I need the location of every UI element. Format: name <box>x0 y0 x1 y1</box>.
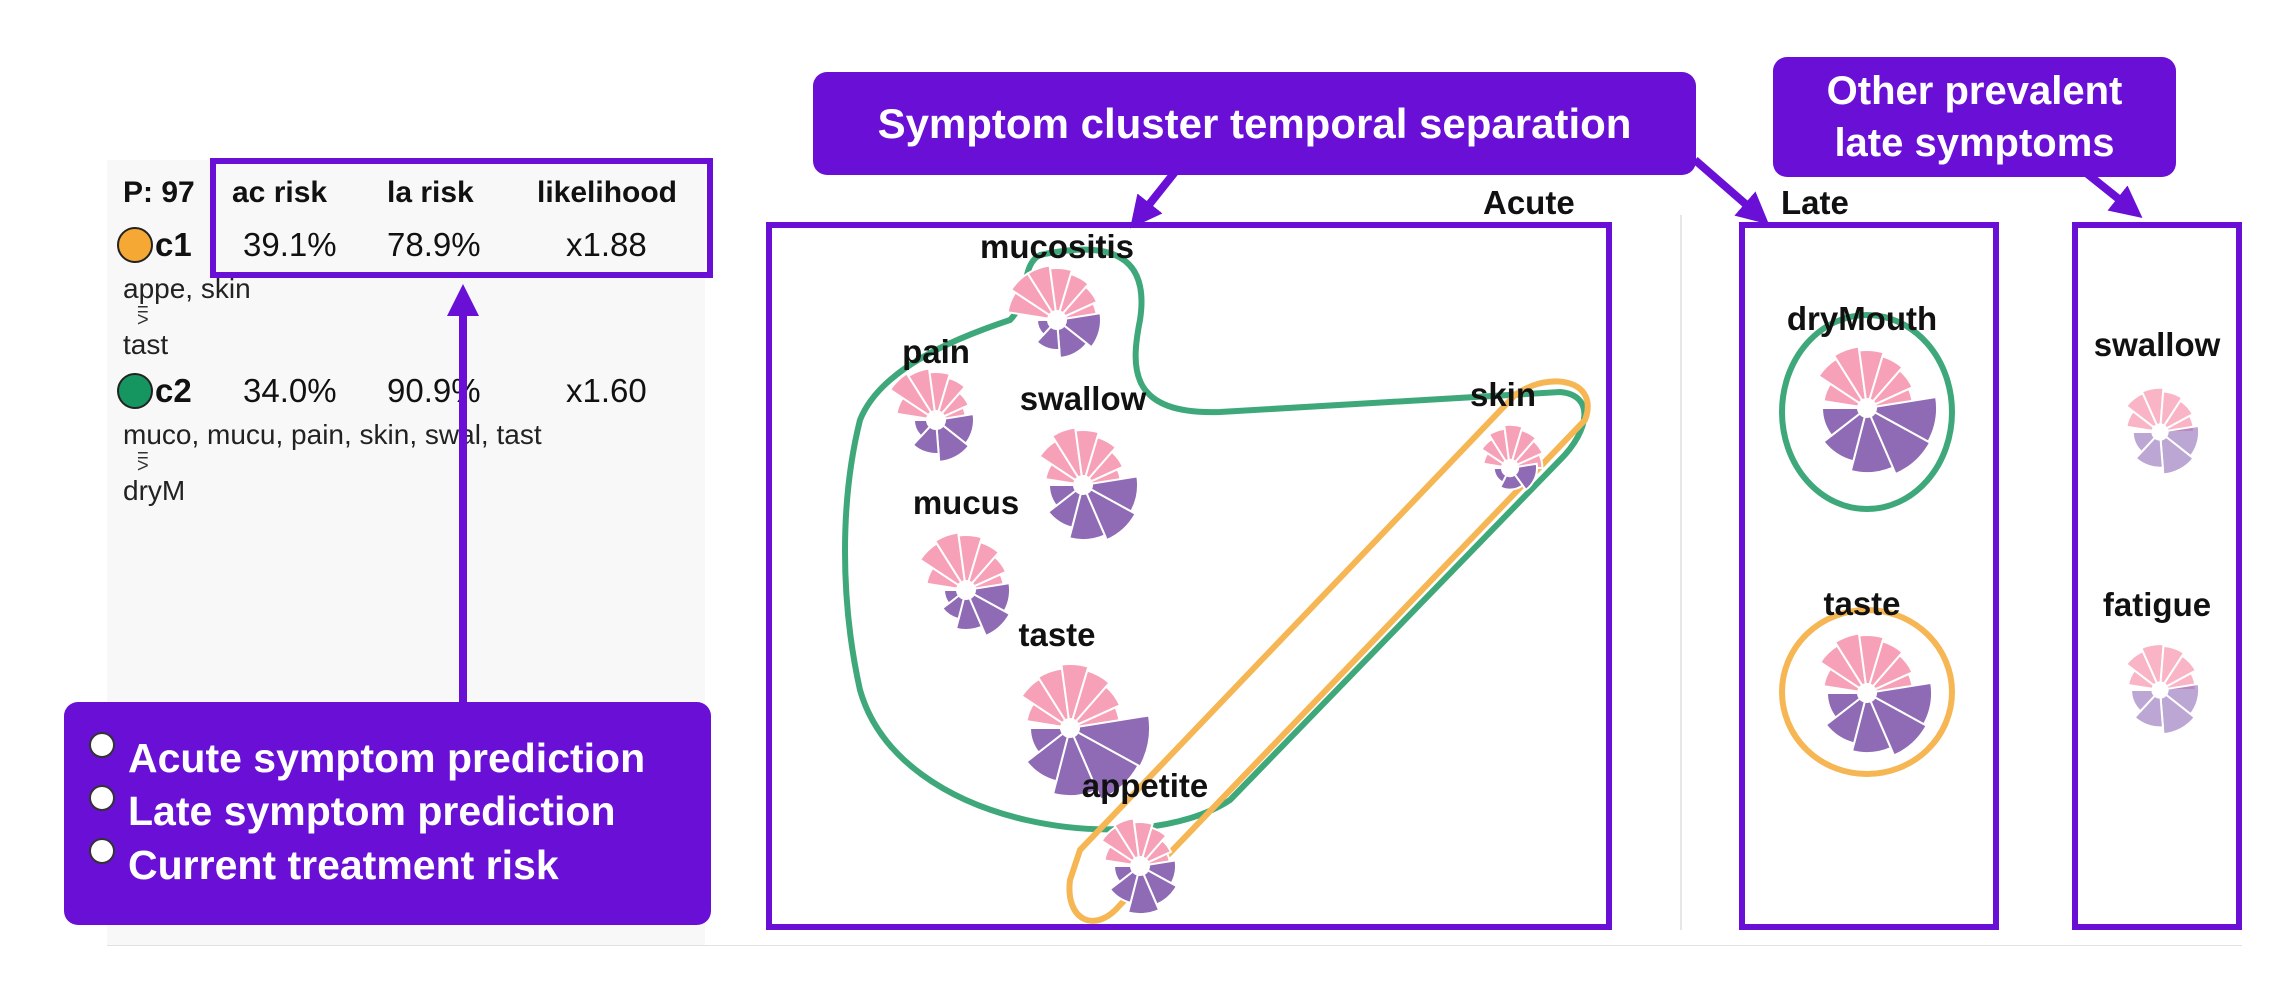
glyph-drymouth-center <box>1858 399 1876 417</box>
glyph-other-swallow-center <box>2152 424 2168 440</box>
legend-radio-current[interactable] <box>89 838 115 864</box>
late-c1-ring <box>1779 607 1955 777</box>
legend-acute-label: Acute symptom prediction <box>128 735 646 781</box>
glyph-label-skin: skin <box>1469 376 1537 413</box>
late-section-label: Late <box>1781 184 1849 221</box>
cluster-c2-likelihood: x1.60 <box>566 372 647 409</box>
cluster-c2-ac-risk: 34.0% <box>243 372 337 409</box>
cluster-c2-acute-symptoms: muco, mucu, pain, skin, swal, tast <box>123 419 542 450</box>
glyph-label-pain: pain <box>902 333 970 370</box>
cluster-c1-arrow: => <box>137 299 149 331</box>
callout-temporal-text: Symptom cluster temporal separation <box>877 100 1632 147</box>
glyph-pain[interactable] <box>888 367 975 463</box>
glyph-label-late-taste: taste <box>1823 585 1901 622</box>
glyph-mucositis[interactable] <box>1006 264 1102 359</box>
glyph-label-fatigue: fatigue <box>2102 586 2212 623</box>
glyph-fatigue-center <box>2152 682 2168 698</box>
cluster-c2-id[interactable]: c2 <box>155 372 192 409</box>
glyph-mucus[interactable] <box>918 531 1012 638</box>
arrow-to-other-late <box>2082 168 2143 218</box>
glyph-swallow[interactable] <box>1038 426 1139 542</box>
legend-radio-acute[interactable] <box>89 732 115 758</box>
legend-box: Acute symptom prediction Late symptom pr… <box>64 702 711 925</box>
glyph-label-mucositis: mucositis <box>979 228 1135 265</box>
cluster-c1-ac-risk: 39.1% <box>243 226 337 263</box>
legend-radio-late[interactable] <box>89 785 115 811</box>
glyph-appetite-center <box>1131 857 1149 875</box>
glyph-pain-center <box>927 411 945 429</box>
callout-other-late: Other prevalent late symptoms <box>1773 57 2176 177</box>
glyph-late-taste-center <box>1858 684 1876 702</box>
patient-id: P: 97 <box>123 176 195 209</box>
callout-other-late-line1: Other prevalent <box>1826 69 2123 113</box>
cluster-c1-late-symptoms: tast <box>123 329 169 360</box>
legend-late-label: Late symptom prediction <box>128 788 616 834</box>
cluster-c1-likelihood: x1.88 <box>566 226 647 263</box>
acute-late-divider <box>1680 215 1682 930</box>
glyph-drymouth[interactable] <box>1817 345 1938 476</box>
callout-other-late-line2: late symptoms <box>1834 121 2115 165</box>
glyph-taste-center <box>1061 719 1079 737</box>
cluster-c1-acute-symptoms: appe, skin <box>123 273 251 304</box>
arrow-to-late <box>1692 156 1770 225</box>
glyph-skin-center <box>1501 459 1519 477</box>
acute-panel-frame <box>766 222 1612 930</box>
late-panel-frame <box>1739 222 1999 930</box>
glyph-label-taste: taste <box>1018 616 1096 653</box>
cluster-c1-outline <box>1066 378 1591 924</box>
arrow-to-acute <box>1130 169 1179 229</box>
header-ac-risk: ac risk <box>232 176 328 209</box>
acute-section-label: Acute <box>1483 184 1575 221</box>
glyph-label-swallow: swallow <box>1019 380 1147 417</box>
late-c2-ring <box>1779 312 1955 512</box>
glyph-late-taste[interactable] <box>1818 632 1933 757</box>
legend-current-label: Current treatment risk <box>128 842 559 888</box>
header-la-risk: la risk <box>387 176 474 209</box>
cluster-c2-swatch[interactable] <box>117 373 153 409</box>
cluster-c2-outline <box>842 246 1588 833</box>
cluster-c1-swatch[interactable] <box>117 227 153 263</box>
risk-columns-highlight <box>210 158 713 278</box>
cluster-c1-id[interactable]: c1 <box>155 226 192 263</box>
glyph-label-appetite: appetite <box>1081 767 1209 804</box>
glyph-mucus-center <box>957 581 975 599</box>
glyph-mucositis-center <box>1048 311 1066 329</box>
glyph-other-swallow[interactable] <box>2124 386 2201 476</box>
glyph-swallow-center <box>1074 476 1092 494</box>
glyph-skin[interactable] <box>1480 423 1545 492</box>
glyph-taste[interactable] <box>1020 663 1151 801</box>
glyph-taste-late-wedge <box>1076 714 1151 768</box>
glyph-label-drymouth: dryMouth <box>1786 300 1938 337</box>
other-late-panel-frame <box>2072 222 2242 930</box>
glyph-label-mucus: mucus <box>912 484 1020 521</box>
glyph-appetite[interactable] <box>1100 817 1179 915</box>
glyph-fatigue[interactable] <box>2124 643 2201 736</box>
header-likelihood: likelihood <box>537 176 678 209</box>
cluster-c2-arrow: => <box>137 445 149 477</box>
cluster-c2-late-symptoms: dryM <box>123 475 186 506</box>
callout-temporal-separation: Symptom cluster temporal separation <box>813 72 1696 175</box>
glyph-label-other-swallow: swallow <box>2093 326 2221 363</box>
cluster-c1-la-risk: 78.9% <box>387 226 481 263</box>
